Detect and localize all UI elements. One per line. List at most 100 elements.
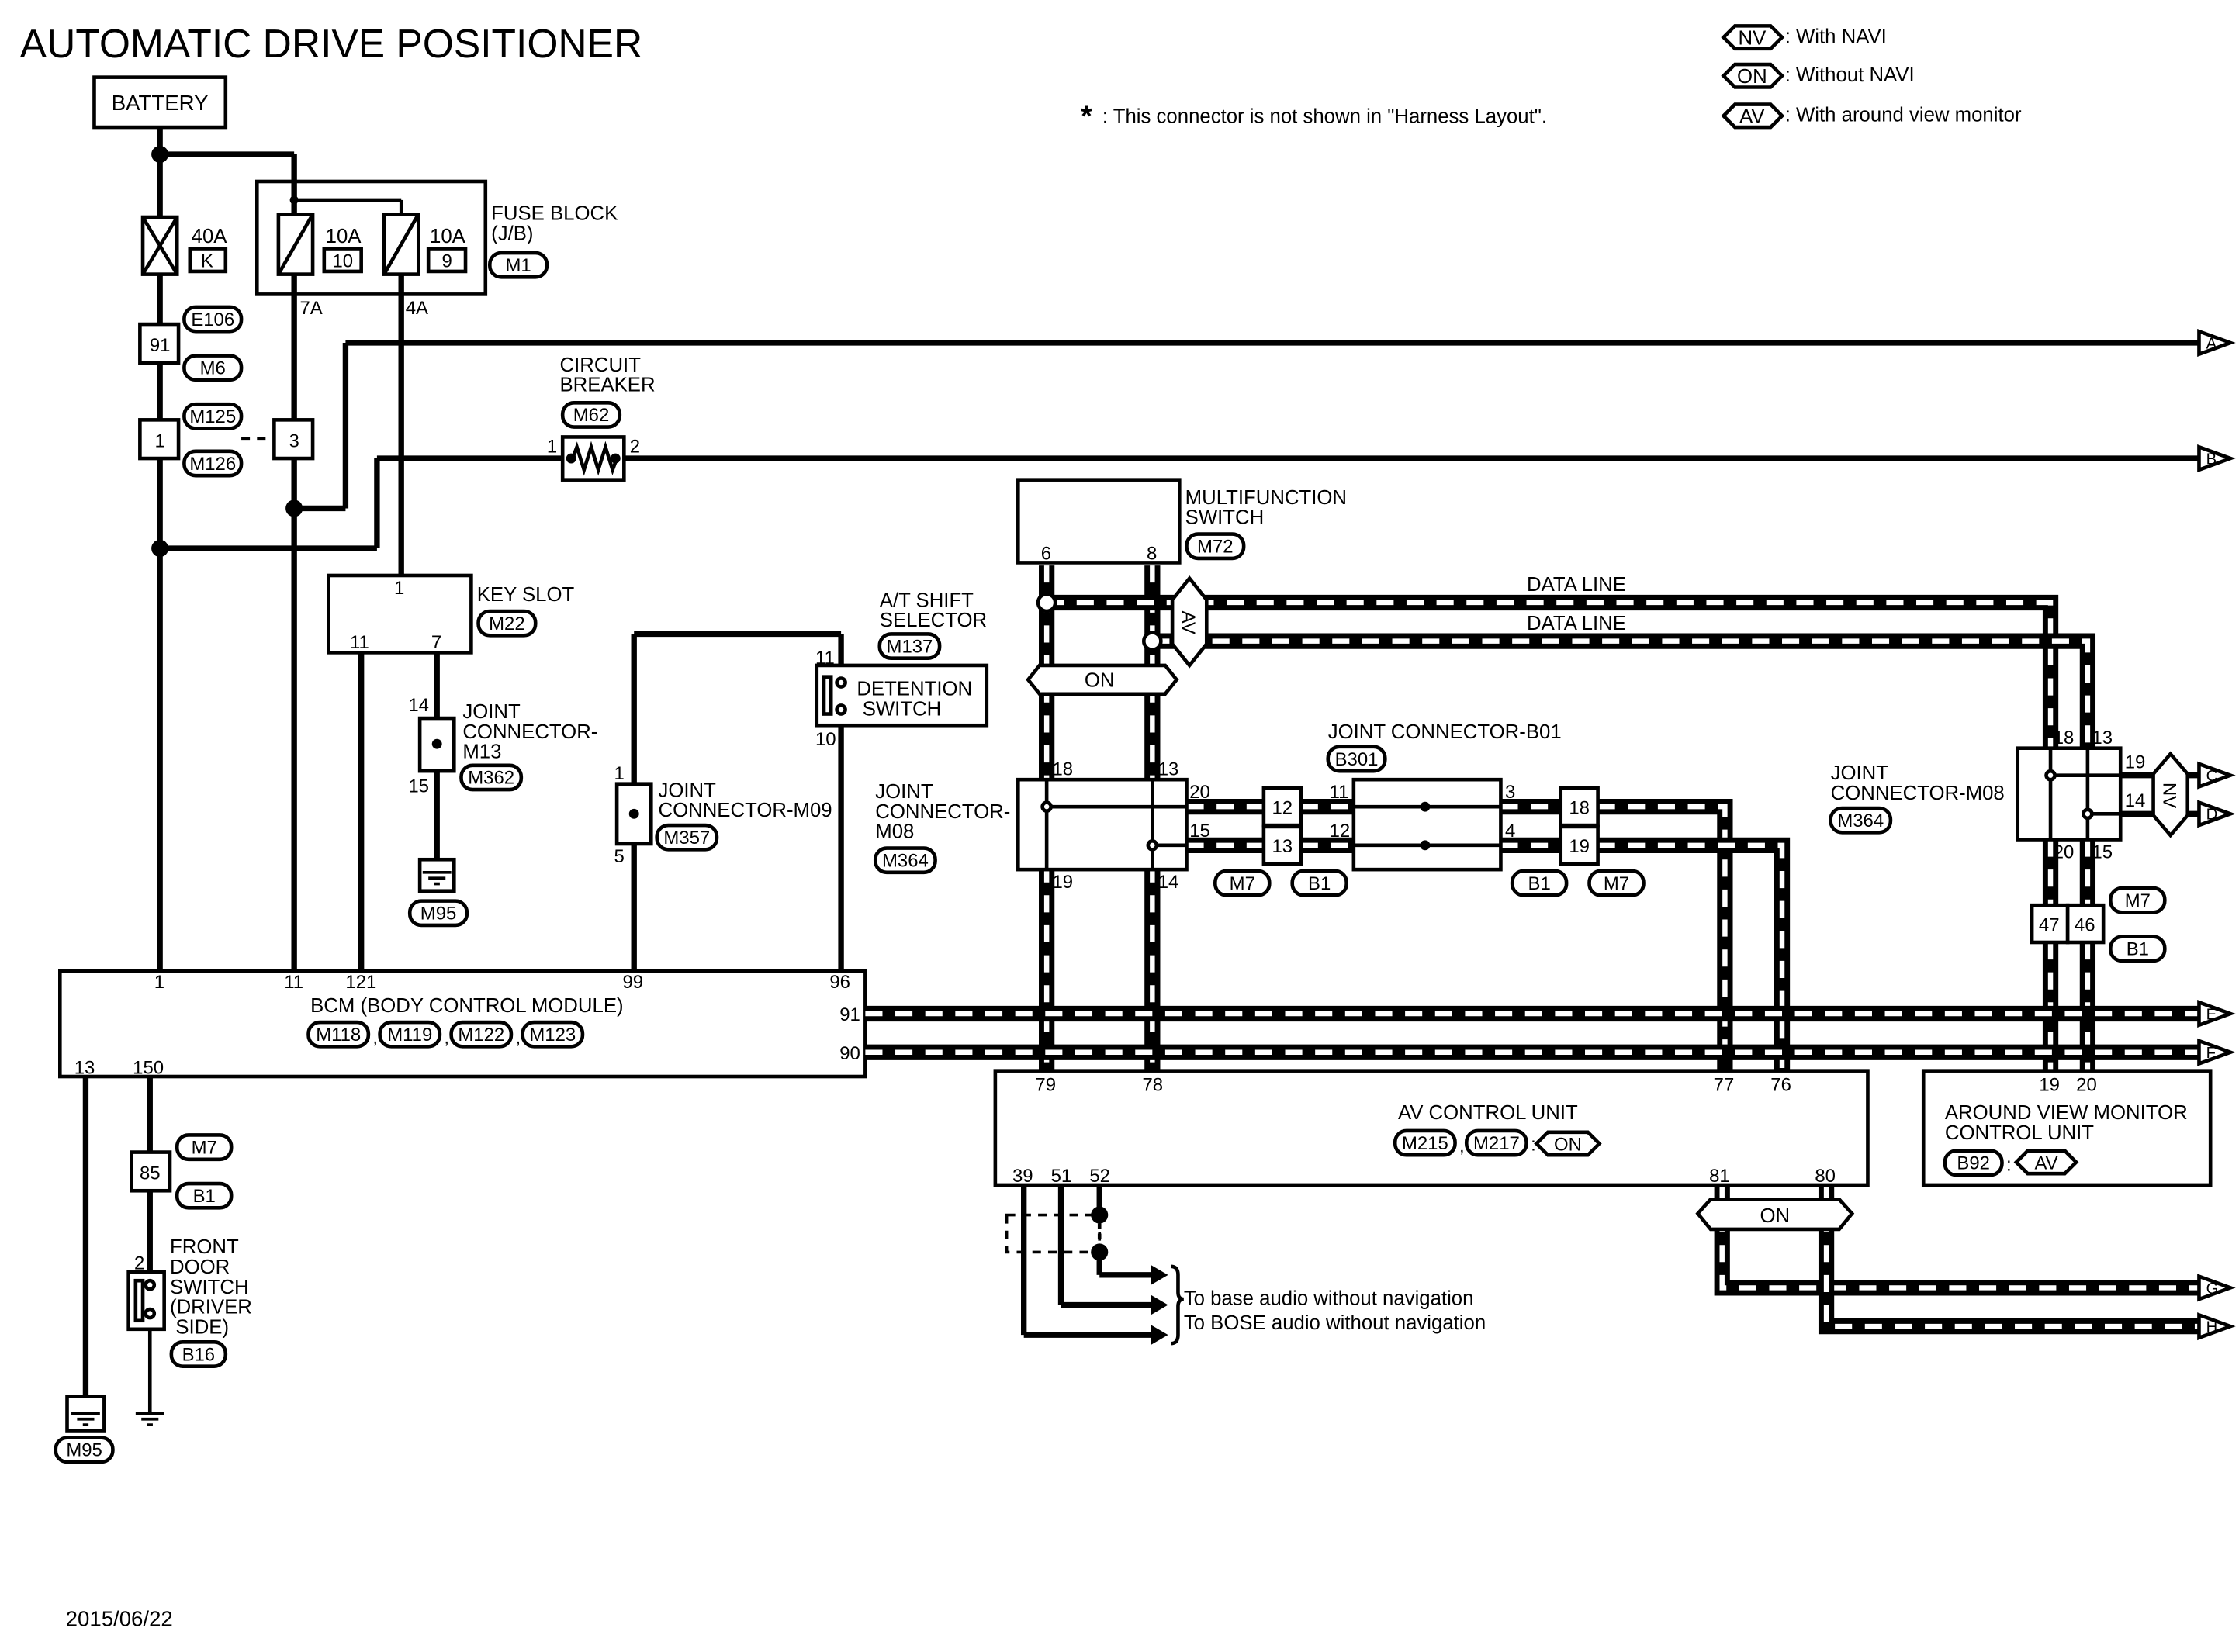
av-pin-76: 76 — [1770, 1074, 1791, 1095]
legend-code-nv: NV — [1738, 27, 1767, 49]
m7b1-av-b1: B1 — [2127, 939, 2149, 960]
legend-text-av: : With around view monitor — [1785, 105, 2022, 126]
diagram-date: 2015/06/22 — [66, 1607, 173, 1631]
connector-m1: M1 — [506, 255, 531, 276]
jc-m08a-label-3: M08 — [875, 821, 914, 843]
bcm-pin-121: 121 — [345, 972, 376, 993]
jc-m13-label-2: CONNECTOR- — [462, 721, 597, 743]
connector-m6: M6 — [200, 358, 226, 378]
comm-lines — [865, 565, 2199, 1335]
legend: NV : With NAVI ON : Without NAVI AV : Wi… — [1721, 24, 2022, 130]
av-pin-77: 77 — [1714, 1074, 1735, 1095]
on-tag-av: ON — [1760, 1205, 1791, 1227]
connector-b92: B92 — [1957, 1153, 1990, 1174]
fuse-10a-a-rating: 10A — [326, 226, 362, 247]
key-slot-label: KEY SLOT — [477, 584, 575, 606]
connector-m357: M357 — [663, 828, 710, 848]
jc-m08a-label-1: JOINT — [875, 781, 933, 803]
door-conn-b1: B1 — [193, 1186, 216, 1207]
at-shift-pin-10: 10 — [815, 729, 836, 750]
key-slot-pin-7: 7 — [431, 632, 441, 653]
key-slot-pin-11: 11 — [350, 632, 369, 653]
connector-m125-pin3 — [272, 418, 315, 461]
arrow-f-label: F — [2206, 1045, 2216, 1062]
connector-m364-right: M364 — [1837, 810, 1884, 831]
av-conn-sep: , — [1459, 1136, 1465, 1157]
connector-m137: M137 — [887, 636, 933, 657]
connector-m118: M118 — [316, 1025, 361, 1045]
jc-b01-pin-12: 12 — [1330, 821, 1351, 842]
connector-m362: M362 — [468, 768, 514, 789]
audio-label-1: To base audio without navigation — [1184, 1288, 1474, 1310]
joint-connector-b01 — [1351, 777, 1503, 872]
connector-e106-pin-label: 91 — [150, 335, 171, 356]
circuit-breaker-pin-2: 2 — [630, 437, 640, 458]
jc-m08a-pin-20: 20 — [1189, 782, 1210, 803]
jc-m09-pin-5: 5 — [614, 846, 624, 867]
fuse-40a-id: K — [201, 251, 213, 271]
jc-m08a-pin-14: 14 — [1158, 872, 1179, 893]
jc-m08b-pin-13: 13 — [2092, 728, 2113, 748]
connector-85-label: 85 — [140, 1163, 161, 1184]
jc-m08b-pin-19: 19 — [2125, 752, 2146, 772]
jc-m09-label-1: JOINT — [658, 779, 716, 801]
at-shift-label-2: SELECTOR — [880, 610, 987, 631]
connector-b301: B301 — [1335, 749, 1379, 770]
mf-pin-8: 8 — [1147, 544, 1157, 565]
av-pin-51: 51 — [1051, 1166, 1072, 1187]
connector-m22: M22 — [489, 613, 525, 634]
circuit-breaker-pin-1: 1 — [547, 437, 557, 458]
arrow-e-label: E — [2206, 1006, 2217, 1023]
av-pin-79: 79 — [1035, 1074, 1056, 1095]
connector-m122: M122 — [458, 1025, 504, 1045]
jc-b01-pin-11: 11 — [1330, 782, 1349, 803]
jc-m08b-pin-14: 14 — [2125, 790, 2146, 811]
fuse-40a-rating: 40A — [192, 226, 228, 247]
fuse-block-label-1: FUSE BLOCK — [491, 203, 618, 225]
joint-connector-m08-left — [1016, 777, 1189, 872]
connector-m364-left: M364 — [882, 850, 929, 871]
jc-m09-label-2: CONNECTOR-M09 — [658, 800, 832, 821]
data-line-label-1: DATA LINE — [1527, 574, 1626, 596]
on-tag-switch: ON — [1085, 670, 1115, 692]
bcm-conn-sep-1: , — [372, 1028, 378, 1049]
jc-b01-pin-3: 3 — [1505, 782, 1515, 803]
detention-switch-label-2: SWITCH — [863, 698, 942, 720]
connector-m62: M62 — [573, 405, 610, 426]
front-door-label-3: SWITCH — [170, 1277, 249, 1298]
arrow-h-label: H — [2206, 1318, 2218, 1336]
av-pin-39: 39 — [1012, 1166, 1033, 1187]
connector-b16: B16 — [182, 1344, 216, 1365]
jc-m13-pin-15: 15 — [408, 776, 429, 797]
avm-label-1: AROUND VIEW MONITOR — [1945, 1102, 2188, 1124]
av-control-unit — [993, 1069, 1870, 1187]
av-pin-81: 81 — [1709, 1166, 1730, 1187]
bcm-pin-90: 90 — [839, 1043, 860, 1064]
at-shift-pin-11: 11 — [815, 648, 835, 669]
legend-text-nv: : With NAVI — [1785, 26, 1887, 47]
arrow-a-label: A — [2206, 335, 2217, 352]
detention-switch-label-1: DETENTION — [856, 679, 972, 700]
arrow-d-label: D — [2206, 807, 2218, 824]
at-shift-label-1: A/T SHIFT — [880, 589, 974, 611]
jc-m08a-pin-18: 18 — [1052, 759, 1073, 780]
circuit-breaker-label-1: CIRCUIT — [560, 354, 642, 376]
front-door-label-2: DOOR — [170, 1256, 230, 1278]
battery-box — [92, 75, 228, 130]
m7b1-left-m7: M7 — [1230, 873, 1255, 894]
av-tag: AV — [1178, 611, 1199, 634]
m7b1-av-pin-46: 46 — [2075, 914, 2095, 935]
jc-m08a-pin-15: 15 — [1189, 821, 1210, 842]
m7b1-right-m7: M7 — [1604, 873, 1629, 894]
bcm-pin-91: 91 — [839, 1004, 860, 1025]
bcm-module — [58, 969, 867, 1079]
bcm-conn-sep-3: , — [515, 1028, 521, 1049]
arrow-b-label: B — [2206, 451, 2217, 468]
m7b1-right-b1: B1 — [1528, 873, 1551, 894]
jc-m13-label-1: JOINT — [462, 701, 521, 723]
arrow-c-label: C — [2206, 768, 2218, 785]
bcm-conn-sep-2: , — [444, 1028, 449, 1049]
jc-m08a-label-2: CONNECTOR- — [875, 801, 1010, 823]
connector-m125-pin1 — [138, 418, 181, 461]
detention-switch — [815, 663, 989, 728]
